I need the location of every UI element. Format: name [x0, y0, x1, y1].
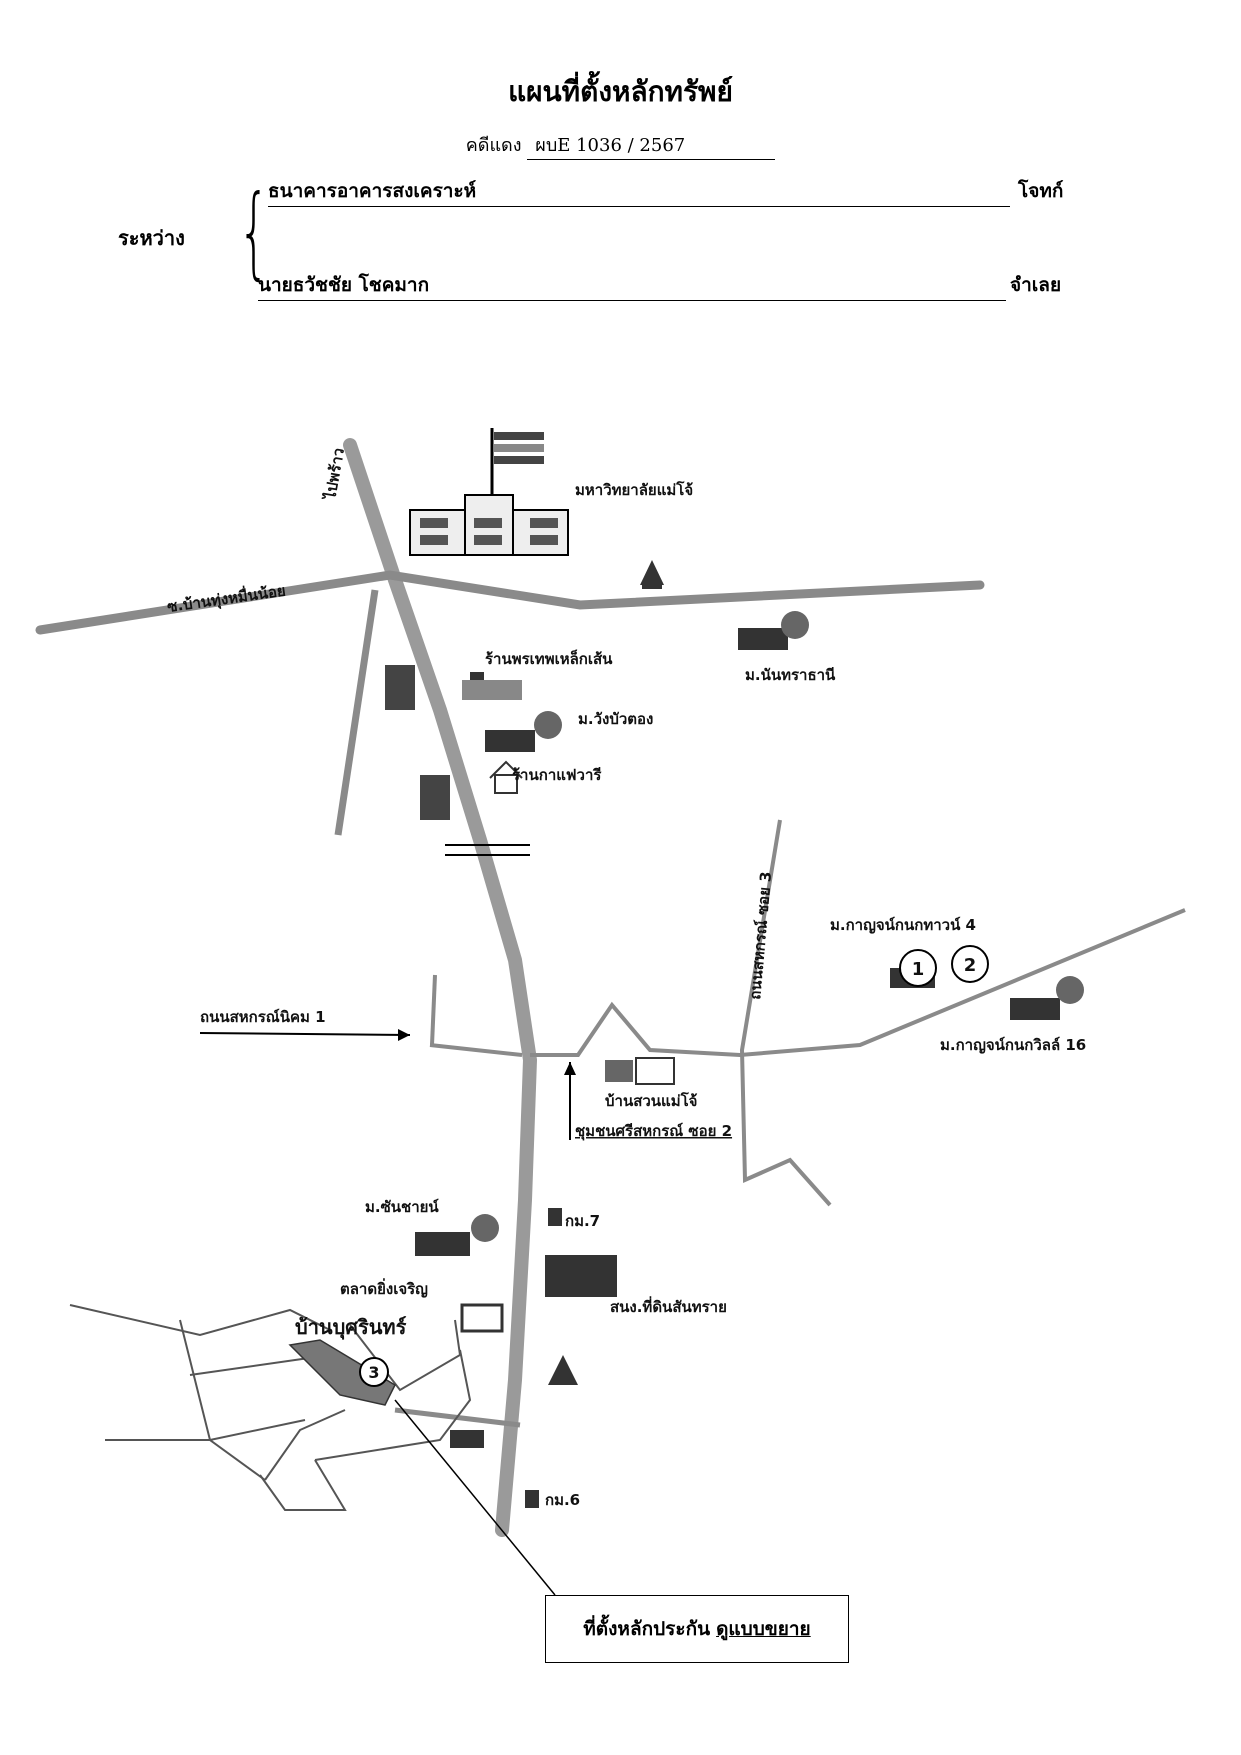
- label-kanchanakanok-town4: ม.กาญจน์กนกทาวน์ 4: [830, 916, 976, 934]
- label-shop-prathep: ร้านพรเทพเหล็กเส้น: [485, 649, 613, 668]
- defendant-row: นายธวัชชัย โชคมาก: [258, 270, 1006, 301]
- case-number: ผบE 1036 / 2567: [527, 130, 776, 160]
- label-ban-busarin: บ้านบุศรินทร์: [295, 1315, 407, 1340]
- label-sahakorn-soi3: ถนนสหกรณ์ ซอย 3: [746, 871, 775, 1001]
- label-km6: กม.6: [545, 1491, 580, 1509]
- house-icon: [450, 1430, 484, 1448]
- house-icon: [1010, 976, 1084, 1020]
- marker-3: 3: [368, 1363, 379, 1382]
- km-post-icon: [548, 1208, 562, 1226]
- page-title: แผนที่ตั้งหลักทรัพย์: [508, 75, 733, 108]
- label-market: ตลาดยิ่งเจริญ: [340, 1278, 428, 1298]
- brace-icon: {: [238, 173, 270, 290]
- road-soi3: [739, 819, 832, 1207]
- case-number-line: คดีแดง ผบE 1036 / 2567: [0, 130, 1241, 160]
- temple-icon: [640, 560, 664, 589]
- house-icon: [489, 760, 523, 794]
- plaintiff-role: โจทก์: [1018, 180, 1064, 202]
- shop-icon: [462, 672, 522, 700]
- road-sahakorn-nikom: [429, 1043, 523, 1057]
- label-cafe: ร้านกาแฟวารี: [512, 766, 602, 784]
- townhouse-icon: [385, 665, 415, 710]
- market-icon: [460, 1303, 504, 1333]
- label-sri-sahakorn: ชุมชนศรีสหกรณ์ ซอย 2: [575, 1122, 732, 1141]
- marker-2-circle: [951, 945, 989, 983]
- road-ban-thung: [35, 570, 985, 635]
- leader-line: [394, 1399, 556, 1596]
- house-icon: [485, 711, 562, 752]
- marker-1-circle: [899, 949, 937, 987]
- label-suan-maejo: บ้านสวนแม่โจ้: [605, 1091, 697, 1110]
- label-km7: กม.7: [565, 1212, 600, 1230]
- townhouse-icon: [420, 775, 450, 820]
- village-cluster: [69, 1304, 472, 1511]
- main-road: [343, 438, 538, 1537]
- plaintiff-row: ธนาคารอาคารสงเคราะห์: [268, 176, 1010, 207]
- house-icon: [738, 611, 809, 650]
- label-to-phrao: ไปพร้าว: [320, 446, 348, 502]
- road-break-mark: [445, 844, 530, 856]
- defendant-name: นายธวัชชัย โชคมาก: [258, 270, 1006, 301]
- house-icon: [415, 1214, 499, 1256]
- plaintiff-name: ธนาคารอาคารสงเคราะห์: [268, 176, 1010, 207]
- label-university: มหาวิทยาลัยแม่โจ้: [575, 480, 693, 499]
- label-wang-bua: ม.วังบัวตอง: [578, 710, 653, 728]
- label-kanchanakanok-ville16: ม.กาญจน์กนกวิลล์ 16: [940, 1036, 1086, 1054]
- side-road-west: [334, 589, 379, 836]
- label-road-ban-thung: ซ.บ้านทุ่งหมื่นน้อย: [166, 580, 287, 617]
- road-east: [530, 908, 1186, 1058]
- map-roads: [35, 438, 1186, 1537]
- marker-2: 2: [964, 955, 977, 976]
- legend-text: ที่ตั้งหลักประกัน: [583, 1618, 711, 1640]
- collateral-legend-box: ที่ตั้งหลักประกัน ดูแบบขยาย: [545, 1595, 849, 1663]
- label-road-sahakorn-nikom: ถนนสหกรณ์นิคม 1: [200, 1008, 326, 1026]
- defendant-role: จำเลย: [1010, 274, 1062, 296]
- legend-link[interactable]: ดูแบบขยาย: [716, 1618, 811, 1640]
- arrow-sahakorn-nikom: [199, 1032, 411, 1036]
- temple-icon: [548, 1355, 578, 1385]
- case-label: คดีแดง: [465, 135, 522, 156]
- label-land-office: สนง.ที่ดินสันทราย: [610, 1296, 727, 1316]
- label-nantharathani: ม.นันทราธานี: [745, 666, 836, 684]
- km-post-icon: [525, 1490, 539, 1508]
- collateral-plot: 3: [288, 1339, 556, 1596]
- between-label: ระหว่าง: [118, 226, 185, 250]
- house-icon: [605, 1057, 675, 1085]
- university-icon: [409, 428, 569, 556]
- marker-1: 1: [912, 959, 925, 980]
- office-icon: [545, 1255, 617, 1297]
- label-sunshine: ม.ซันชายน์: [365, 1198, 439, 1216]
